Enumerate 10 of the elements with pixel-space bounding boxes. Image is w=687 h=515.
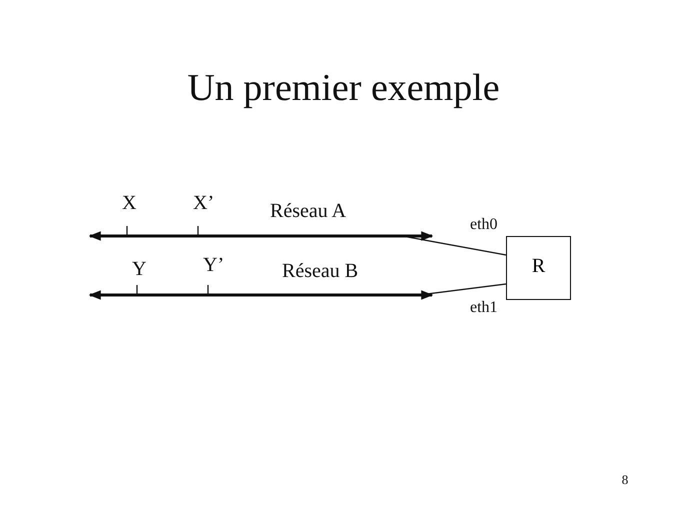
network-label: Réseau A xyxy=(270,200,346,223)
host-label: X xyxy=(122,192,136,215)
host-label: Y xyxy=(132,258,146,281)
router-box xyxy=(506,236,571,300)
slide-title: Un premier exemple xyxy=(186,66,501,110)
page-number: 8 xyxy=(622,472,628,488)
network-label: Réseau B xyxy=(282,260,358,283)
host-label: X’ xyxy=(193,192,214,215)
router-label: R xyxy=(532,254,546,278)
host-label: Y’ xyxy=(203,254,224,277)
